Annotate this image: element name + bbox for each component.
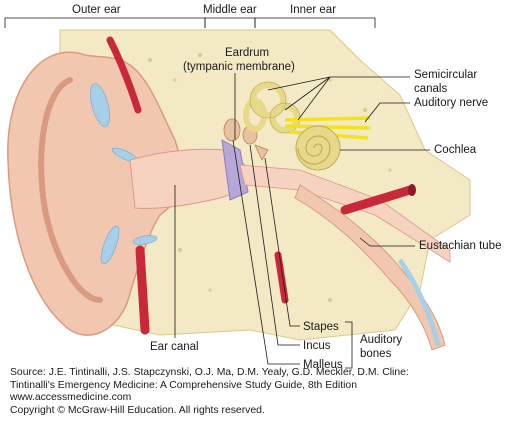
cochlea-shape [295,125,341,171]
label-cochlea: Cochlea [434,144,477,156]
region-inner-ear: Inner ear [290,4,336,16]
middle-ear-cavity [239,164,451,263]
source-line-1: Source: J.E. Tintinalli, J.S. Stapczynsk… [10,367,409,378]
label-semicircular-canals-2: canals [414,83,447,95]
illustration [7,29,471,351]
pinna-fold [38,77,103,303]
label-eustachian-tube: Eustachian tube [419,240,501,252]
leader-stapes [264,157,300,327]
leader-auditory-nerve [364,102,410,123]
source-citation: Source: J.E. Tintinalli, J.S. Stapczynsk… [10,367,515,417]
artery-right-end [408,184,416,196]
region-brackets [4,17,376,28]
eustachian-tube-shape [294,184,446,351]
label-eardrum-sub: (tympanic membrane) [183,61,295,73]
label-malleus: Malleus [303,359,343,371]
region-middle-ear: Middle ear [203,4,257,16]
upper-vessel [106,36,142,114]
label-stapes: Stapes [303,321,339,333]
label-incus: Incus [303,340,331,352]
lower-vessel-left [135,245,150,335]
eustachian-tube-cartilage [397,258,441,347]
region-outer-ear: Outer ear [72,4,121,16]
label-semicircular-canals: Semicircular [414,69,477,81]
pinna [7,51,191,336]
label-eardrum: Eardrum [225,47,269,59]
source-line-4: Copyright © McGraw-Hill Education. All r… [10,404,265,416]
leader-semicircular [267,76,410,121]
leader-eustachian-tube [359,237,415,247]
source-line-3: www.accessmedicine.com [10,392,132,404]
label-auditory-nerve: Auditory nerve [414,97,488,109]
source-line-2: Tintinalli's Emergency Medicine: A Compr… [10,379,357,391]
bone-texture [148,53,392,302]
artery-right [340,185,415,215]
label-ear-canal: Ear canal [150,341,199,353]
bracket-auditory-bones [345,321,353,369]
leader-incus [249,144,300,346]
label-auditory-bones: Auditory [360,334,402,346]
label-auditory-bones-2: bones [360,348,392,360]
cartilage [90,83,158,265]
lower-vessel-right [274,251,289,304]
leader-malleus [232,139,300,365]
